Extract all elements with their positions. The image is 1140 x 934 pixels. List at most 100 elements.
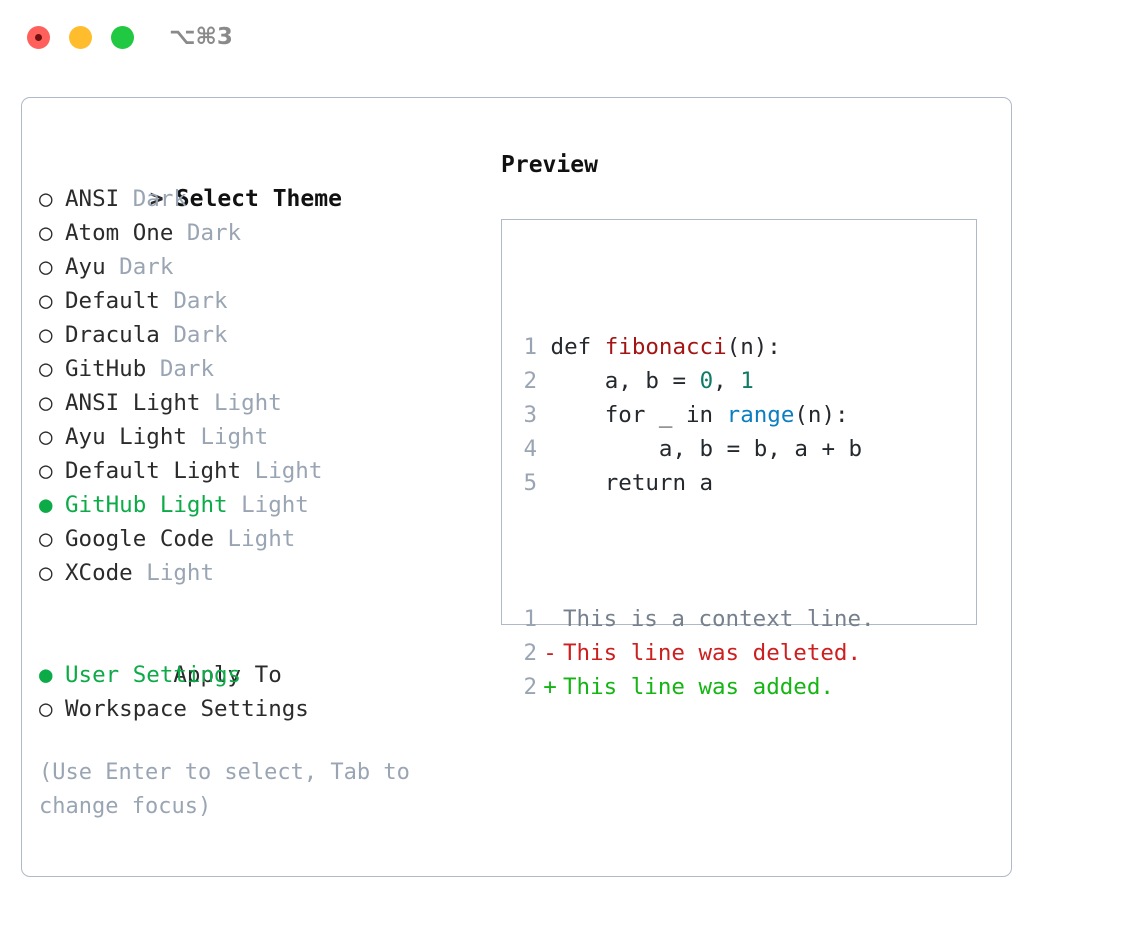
- keyboard-shortcut-label: ⌥⌘3: [169, 24, 233, 50]
- radio-unselected-icon: ○: [39, 560, 53, 586]
- theme-list-item[interactable]: ○ Default Light Light: [39, 454, 479, 488]
- code-token: for _ in: [550, 402, 727, 428]
- theme-category: Dark: [119, 186, 187, 212]
- theme-picker-column: >Select Theme ○ANSI Dark○Atom One Dark○A…: [39, 148, 479, 824]
- theme-list-item[interactable]: ○ Google Code Light: [39, 522, 479, 556]
- select-theme-heading: > Select Theme: [39, 148, 479, 212]
- diff-text: This is a context line.: [563, 606, 875, 632]
- theme-list-item[interactable]: ○Ayu Dark: [39, 250, 479, 284]
- code-line-number: 5: [523, 470, 537, 496]
- radio-unselected-icon: ○: [39, 458, 53, 484]
- theme-name: GitHub Light: [65, 492, 228, 518]
- radio-selected-icon: ●: [39, 662, 53, 688]
- theme-name: Ayu Light: [65, 424, 187, 450]
- code-token: ,: [713, 368, 741, 394]
- theme-name: ANSI Light: [65, 390, 201, 416]
- code-line-number: 2: [523, 368, 537, 394]
- code-line: 2 a, b = 0, 1: [515, 364, 875, 398]
- apply-to-option-label: Workspace Settings: [65, 696, 309, 722]
- apply-to-option[interactable]: ●User Settings: [39, 658, 479, 692]
- code-token: a, b = b, a + b: [550, 436, 863, 462]
- diff-marker: [537, 602, 563, 636]
- theme-name: Default: [65, 288, 160, 314]
- apply-to-option[interactable]: ○ Workspace Settings: [39, 692, 479, 726]
- theme-name: Dracula: [65, 322, 160, 348]
- theme-category: Dark: [159, 288, 228, 314]
- code-line: 4 a, b = b, a + b: [515, 432, 875, 466]
- theme-category: Dark: [173, 220, 242, 246]
- preview-title: Preview: [501, 152, 598, 178]
- code-token: fibonacci: [604, 334, 727, 360]
- diff-lines: 1 This is a context line. 2-This line was…: [515, 602, 875, 704]
- zoom-button[interactable]: [111, 26, 134, 49]
- diff-marker: +: [543, 674, 557, 700]
- radio-unselected-icon: ○: [39, 696, 53, 722]
- radio-unselected-icon: ○: [39, 186, 53, 212]
- traffic-light-buttons: [27, 26, 134, 49]
- radio-unselected-icon: ○: [39, 526, 53, 552]
- code-token: (n):: [794, 402, 849, 428]
- code-line-number: 3: [523, 402, 537, 428]
- theme-list-item[interactable]: ● GitHub Light Light: [39, 488, 479, 522]
- theme-category: Light: [227, 492, 309, 518]
- radio-selected-icon: ●: [39, 492, 53, 518]
- theme-list-item[interactable]: ○ Dracula Dark: [39, 318, 479, 352]
- radio-unselected-icon: ○: [39, 390, 53, 416]
- apply-to-heading-label: Apply To: [173, 662, 282, 688]
- theme-list-item[interactable]: ○ GitHub Dark: [39, 352, 479, 386]
- diff-marker: -: [543, 640, 557, 666]
- theme-category: Dark: [159, 322, 228, 348]
- theme-list-item[interactable]: ○ Ayu Light Light: [39, 420, 479, 454]
- theme-list-item[interactable]: ○Atom One Dark: [39, 216, 479, 250]
- theme-name: Default Light: [65, 458, 242, 484]
- code-token: 0: [699, 368, 714, 394]
- code-token: return a: [550, 470, 714, 496]
- close-button[interactable]: [27, 26, 50, 49]
- diff-line-number: 2: [523, 674, 537, 700]
- theme-name: Google Code: [65, 526, 215, 552]
- theme-list-item[interactable]: ○ ANSI Dark: [39, 182, 479, 216]
- minimize-button[interactable]: [69, 26, 92, 49]
- theme-list: ○ANSI Dark○Atom One Dark○Ayu Dark○Defaul…: [39, 182, 479, 590]
- theme-list-item[interactable]: ○ ANSI Light Light: [39, 386, 479, 420]
- prompt-marker-icon: >: [149, 186, 164, 212]
- theme-category: Dark: [146, 356, 215, 382]
- code-line: 5 return a: [515, 466, 875, 500]
- theme-category: Light: [214, 526, 296, 552]
- theme-category: Light: [132, 560, 215, 586]
- code-line-number: 1: [523, 334, 537, 360]
- theme-name: XCode: [65, 560, 133, 586]
- keyboard-hint-text: (Use Enter to select, Tab to change focu…: [39, 760, 410, 819]
- diff-line: 1 This is a context line.: [515, 602, 875, 636]
- diff-line-number: 1: [523, 606, 537, 632]
- diff-line-number: 2: [523, 640, 537, 666]
- theme-category: Light: [241, 458, 323, 484]
- radio-unselected-icon: ○: [39, 322, 53, 348]
- title-bar: ⌥⌘3: [0, 0, 1140, 78]
- theme-name: ANSI: [65, 186, 120, 212]
- radio-unselected-icon: ○: [39, 288, 53, 314]
- preview-column: Preview 1 def fibonacci(n):2 a, b = 0, 1…: [501, 148, 981, 700]
- theme-name: GitHub: [65, 356, 147, 382]
- select-theme-heading-label: Select Theme: [175, 186, 342, 212]
- code-line: 3 for _ in range(n):: [515, 398, 875, 432]
- diff-text: This line was deleted.: [563, 640, 862, 666]
- radio-unselected-icon: ○: [39, 424, 53, 450]
- code-token: range: [726, 402, 795, 428]
- code-line: 1 def fibonacci(n):: [515, 330, 875, 364]
- code-token: a, b =: [550, 368, 700, 394]
- theme-category: Light: [200, 390, 282, 416]
- theme-list-item[interactable]: ○ Default Dark: [39, 284, 479, 318]
- code-token: 1: [740, 368, 754, 394]
- theme-category: Light: [186, 424, 269, 450]
- radio-unselected-icon: ○: [39, 356, 53, 382]
- code-line-number: 4: [523, 436, 537, 462]
- theme-list-item[interactable]: ○ XCode Light: [39, 556, 479, 590]
- theme-name: Ayu: [65, 254, 106, 280]
- code-token: def: [550, 334, 605, 360]
- section-spacer: [39, 590, 479, 624]
- apply-to-heading: Apply To: [39, 624, 479, 688]
